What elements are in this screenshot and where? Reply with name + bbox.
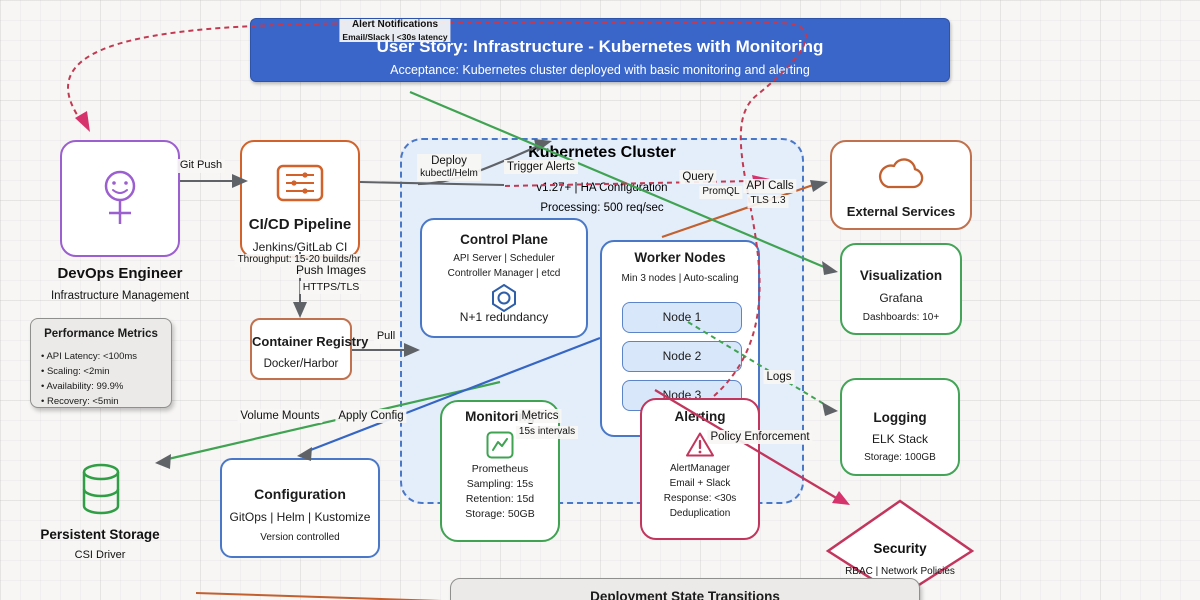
cluster-processing: Processing: 500 req/sec	[540, 202, 664, 214]
external-title: External Services	[846, 204, 956, 219]
cicd-title: CI/CD Pipeline	[248, 216, 352, 233]
arrowhead-visualization	[822, 261, 838, 275]
label-logs: Logs	[763, 370, 795, 385]
pipeline-icon	[276, 164, 324, 202]
banner-subtitle: Acceptance: Kubernetes cluster deployed …	[390, 63, 810, 77]
arrowhead-push-images	[293, 302, 307, 318]
alerting-line3: Response: <30s	[663, 493, 737, 504]
database-icon	[82, 463, 120, 515]
visualization-note: Dashboards: 10+	[862, 312, 940, 323]
edge-bottom-orange	[195, 592, 443, 600]
cicd-pipeline-node: CI/CD Pipeline Jenkins/GitLab CI	[240, 140, 360, 258]
label-alert-notifications: Alert Notifications Email/Slack | <30s l…	[339, 19, 451, 43]
arrowhead-api-calls	[810, 180, 828, 192]
label-volume-mounts: Volume Mounts	[237, 409, 323, 424]
label-query: Query	[679, 170, 717, 185]
label-pull: Pull	[373, 330, 399, 344]
control-plane-line1: API Server | Scheduler	[453, 253, 555, 264]
person-icon	[104, 170, 136, 224]
monitoring-line2: Sampling: 15s	[466, 478, 534, 490]
cloud-icon	[878, 158, 924, 189]
perf-item-4: • Recovery: <5min	[41, 396, 119, 407]
devops-title: DevOps Engineer	[57, 265, 183, 282]
logging-subtitle: ELK Stack	[871, 432, 929, 446]
label-intervals: 15s intervals	[515, 426, 579, 439]
alerting-title: Alerting	[674, 409, 726, 424]
devops-engineer-node	[60, 140, 180, 257]
label-deploy: Deploy kubectl/Helm	[417, 154, 481, 181]
label-apply-config: Apply Config	[335, 409, 407, 424]
external-services-node: External Services	[830, 140, 972, 230]
storage-subtitle: CSI Driver	[74, 549, 126, 561]
monitoring-line1: Prometheus	[471, 463, 529, 475]
devops-subtitle: Infrastructure Management	[50, 290, 190, 302]
alerting-line4: Deduplication	[669, 508, 731, 519]
arrowhead-logging	[822, 402, 838, 416]
registry-subtitle: Docker/Harbor	[263, 358, 339, 370]
logging-title: Logging	[873, 410, 927, 425]
label-api-calls: API Calls	[743, 179, 797, 194]
control-plane-node: Control Plane API Server | Scheduler Con…	[420, 218, 588, 338]
alerting-node: Alerting AlertManager Email + Slack Resp…	[640, 398, 760, 540]
workers-title: Worker Nodes	[634, 250, 726, 265]
alerting-line2: Email + Slack	[669, 478, 731, 489]
label-metrics: Metrics	[518, 409, 562, 424]
deployment-title: Deployment State Transitions	[590, 589, 780, 600]
visualization-subtitle: Grafana	[879, 291, 923, 305]
label-push-images: Push Images	[292, 263, 370, 278]
perf-item-3: • Availability: 99.9%	[41, 381, 124, 392]
arrowhead-alert-notifications	[75, 111, 90, 132]
alerting-line1: AlertManager	[669, 463, 731, 474]
label-tls: TLS 1.3	[747, 195, 789, 208]
control-plane-note: N+1 redundancy	[459, 310, 549, 324]
control-plane-title: Control Plane	[460, 232, 548, 247]
perf-item-1: • API Latency: <100ms	[41, 351, 138, 362]
label-git-push: Git Push	[176, 159, 226, 173]
monitoring-line3: Retention: 15d	[465, 493, 535, 505]
cicd-subtitle: Jenkins/GitLab CI	[252, 240, 348, 254]
container-registry-node: Container Registry Docker/Harbor	[250, 318, 369, 380]
deployment-state-panel: Deployment State Transitions	[450, 578, 920, 600]
label-https-tls: HTTPS/TLS	[299, 281, 363, 295]
workers-subtitle: Min 3 nodes | Auto-scaling	[621, 273, 739, 284]
configuration-title: Configuration	[254, 486, 346, 502]
configuration-subtitle: GitOps | Helm | Kustomize	[229, 510, 371, 524]
visualization-title: Visualization	[859, 268, 943, 283]
label-policy-enforcement: Policy Enforcement	[707, 430, 813, 445]
worker-node-1: Node 1	[622, 302, 742, 333]
logging-node: Logging ELK Stack Storage: 100GB	[840, 378, 960, 476]
chart-icon	[486, 431, 514, 459]
configuration-note: Version controlled	[260, 532, 340, 543]
arrowhead-storage	[155, 454, 171, 469]
monitoring-line4: Storage: 50GB	[465, 508, 535, 520]
security-title: Security	[873, 541, 927, 556]
perf-item-2: • Scaling: <2min	[41, 366, 110, 377]
performance-metrics-panel: Performance Metrics • API Latency: <100m…	[30, 318, 172, 408]
label-trigger-alerts: Trigger Alerts	[504, 160, 578, 175]
registry-title: Container Registry	[252, 334, 369, 349]
performance-title: Performance Metrics	[44, 328, 158, 340]
security-subtitle: RBAC | Network Policies	[845, 566, 955, 577]
configuration-node: Configuration GitOps | Helm | Kustomize …	[220, 458, 380, 558]
label-promql: PromQL	[699, 186, 743, 199]
worker-node-2: Node 2	[622, 341, 742, 372]
visualization-node: Visualization Grafana Dashboards: 10+	[840, 243, 962, 335]
storage-title: Persistent Storage	[40, 527, 160, 542]
control-plane-line2: Controller Manager | etcd	[447, 268, 561, 279]
helm-icon	[492, 284, 516, 312]
logging-note: Storage: 100GB	[864, 452, 936, 463]
